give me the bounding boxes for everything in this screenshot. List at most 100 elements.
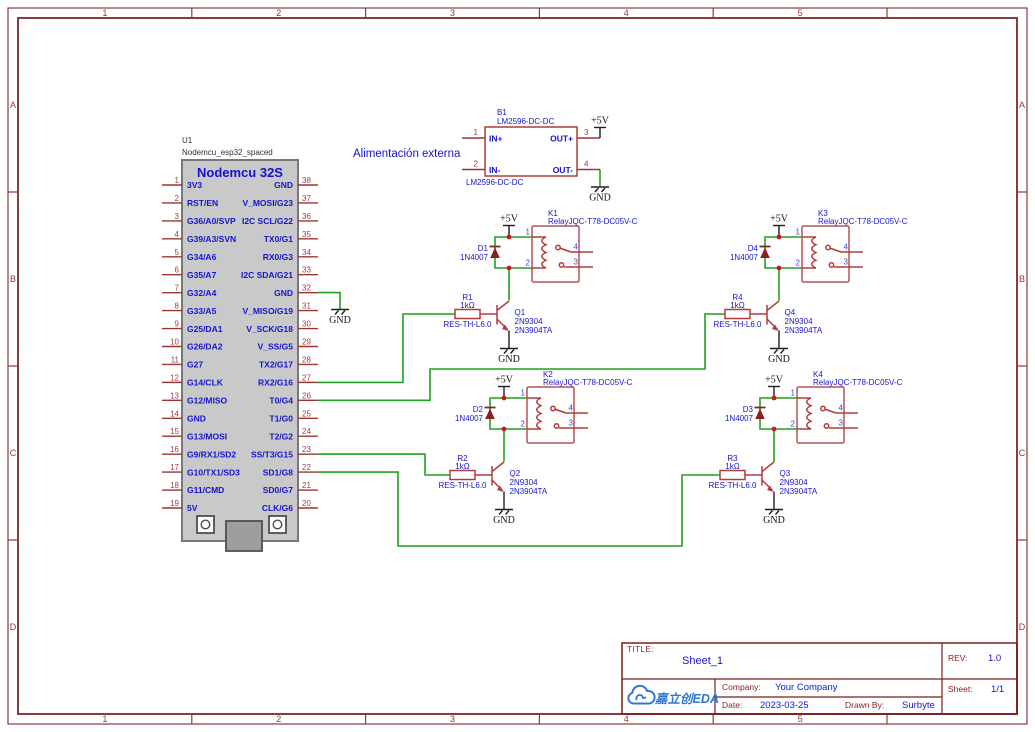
u1-ref: U1 [182, 136, 193, 145]
gnd-label: GND [493, 515, 515, 526]
vcc-label: +5V [500, 214, 519, 225]
relay-pin2-number: 2 [526, 259, 531, 268]
u1-pin-11-name: G27 [187, 360, 203, 370]
u1-pin-30-number: 30 [302, 320, 311, 329]
frame-row-label-left: A [10, 100, 16, 110]
b1-ref: B1 [497, 108, 507, 117]
gnd-hatch [774, 510, 780, 515]
u1-pin-15-number: 15 [170, 427, 179, 436]
component-b1-lm2596[interactable]: B1 LM2596-DC-DC LM2596-DC-DC 1 2 3 4 IN+… [462, 108, 600, 187]
transistor-collector [761, 461, 775, 473]
cloud-icon [627, 684, 656, 705]
relay-pin2-number: 2 [796, 259, 801, 268]
easyeda-logo: 嘉立创EDA [627, 684, 719, 706]
relay-coil-icon [811, 236, 818, 269]
transistor-value: 2N9304 [515, 317, 544, 326]
u1-mount-hole-right-circle [272, 519, 283, 530]
relay-part: RelayJQC-T78-DC05V-C [548, 217, 638, 226]
b1-vcc-flag[interactable]: +5V [591, 116, 610, 139]
u1-title: Nodemcu 32S [197, 165, 283, 180]
u1-pin-11-number: 11 [171, 355, 180, 364]
u1-pin-38-name: GND [274, 180, 293, 190]
u1-pin-2-number: 2 [175, 194, 180, 203]
u1-pin-4-name: G39/A3/SVN [187, 234, 236, 244]
u1-pin-32-name: GND [274, 288, 293, 298]
wire-pin26-to-r4[interactable] [318, 313, 725, 402]
frame-row-label-right: C [1019, 448, 1026, 458]
relay-switch-arm [824, 408, 837, 414]
u1-gnd-symbol[interactable]: GND [329, 308, 351, 327]
resistor-value: 1kΩ [730, 301, 744, 310]
relay-pin4-number: 4 [844, 243, 849, 252]
resistor-body [724, 308, 751, 320]
resistor-part: RES-TH-L6.0 [443, 320, 492, 329]
frame-row-label-right: B [1019, 274, 1025, 284]
sheet-value: 1/1 [991, 684, 1004, 695]
junction-dot [506, 265, 512, 271]
relay-coil-icon [536, 397, 543, 430]
wire-gnd-pin32[interactable] [318, 291, 341, 309]
relay-pin1-number: 1 [796, 228, 801, 237]
b1-gnd-symbol[interactable]: GND [589, 169, 611, 204]
relay-contact [823, 423, 830, 429]
drawn-by-label: Drawn By: [845, 700, 884, 710]
frame-col-label-bottom: 5 [798, 714, 803, 724]
u1-pin-6-name: G35/A7 [187, 270, 217, 280]
u1-pin-26-number: 26 [302, 391, 311, 400]
resistor-body [449, 469, 476, 481]
frame-outer-border [7, 7, 1028, 725]
u1-pin-36-number: 36 [302, 212, 311, 221]
relay-pin1-number: 1 [521, 389, 526, 398]
wire-pin23-to-r2[interactable] [318, 453, 450, 476]
relay-ref: K4 [813, 370, 823, 379]
relay-driver-circuit-k2[interactable]: +5VD21N4007K2RelayJQC-T78-DC05V-C1243R21… [438, 370, 632, 526]
u1-pin-21-name: SD0/G7 [263, 485, 294, 495]
u1-footprint: Nodemcu_esp32_spaced [182, 148, 273, 157]
b1-pin3-number: 3 [584, 128, 589, 137]
company-value: Your Company [775, 682, 838, 693]
frame-row-label-left: B [10, 274, 16, 284]
u1-pin-12-name: G14/CLK [187, 378, 224, 388]
u1-pin-27-number: 27 [302, 373, 311, 382]
b1-pin4-name: OUT- [553, 165, 573, 175]
u1-pin-7-number: 7 [175, 284, 180, 293]
u1-pin-37-number: 37 [302, 194, 311, 203]
external-power-note[interactable]: Alimentación externa [353, 148, 461, 160]
junction-dot [771, 395, 777, 401]
resistor-ref: R2 [457, 454, 468, 463]
gnd-label: GND [498, 354, 520, 365]
relay-pin4-number: 4 [839, 404, 844, 413]
u1-pin-29-name: V_SS/G5 [258, 342, 294, 352]
relay-driver-circuit-k4[interactable]: +5VD31N4007K4RelayJQC-T78-DC05V-C1243R31… [708, 370, 902, 526]
relay-driver-circuit-k1[interactable]: +5VD11N4007K1RelayJQC-T78-DC05V-C1243R11… [443, 209, 637, 365]
rev-value: 1.0 [988, 653, 1001, 664]
transistor-part: 2N3904TA [785, 326, 823, 335]
relay-pin2-number: 2 [521, 420, 526, 429]
diode-part: 1N4007 [460, 253, 489, 262]
gnd-label: GND [763, 515, 785, 526]
wire-pin27-to-r1[interactable] [318, 313, 455, 384]
junction-dot [776, 234, 782, 240]
u1-antenna-tab [225, 520, 263, 552]
transistor-part: 2N3904TA [510, 487, 548, 496]
u1-pin-33-number: 33 [302, 266, 311, 275]
u1-pin-8-number: 8 [175, 302, 180, 311]
u1-pin-35-name: TX0/G1 [264, 234, 294, 244]
u1-pin-16-name: G9/RX1/SD2 [187, 449, 236, 459]
relay-driver-circuit-k3[interactable]: +5VD41N4007K3RelayJQC-T78-DC05V-C1243R41… [713, 209, 907, 365]
relay-ref: K2 [543, 370, 553, 379]
u1-pin-35-number: 35 [302, 230, 311, 239]
u1-pin-25-name: T1/G0 [269, 413, 293, 423]
transistor-ref: Q2 [510, 469, 521, 478]
u1-pin-5-number: 5 [175, 248, 180, 257]
relay-part: RelayJQC-T78-DC05V-C [543, 378, 633, 387]
wire-pin22-to-r3[interactable] [318, 471, 720, 547]
relay-pin3-number: 3 [574, 258, 579, 267]
transistor-value: 2N9304 [780, 478, 809, 487]
resistor-value: 1kΩ [455, 462, 469, 471]
transistor-part: 2N3904TA [780, 487, 818, 496]
u1-pin-13-name: G12/MISO [187, 396, 228, 406]
relay-pin3-number: 3 [839, 419, 844, 428]
